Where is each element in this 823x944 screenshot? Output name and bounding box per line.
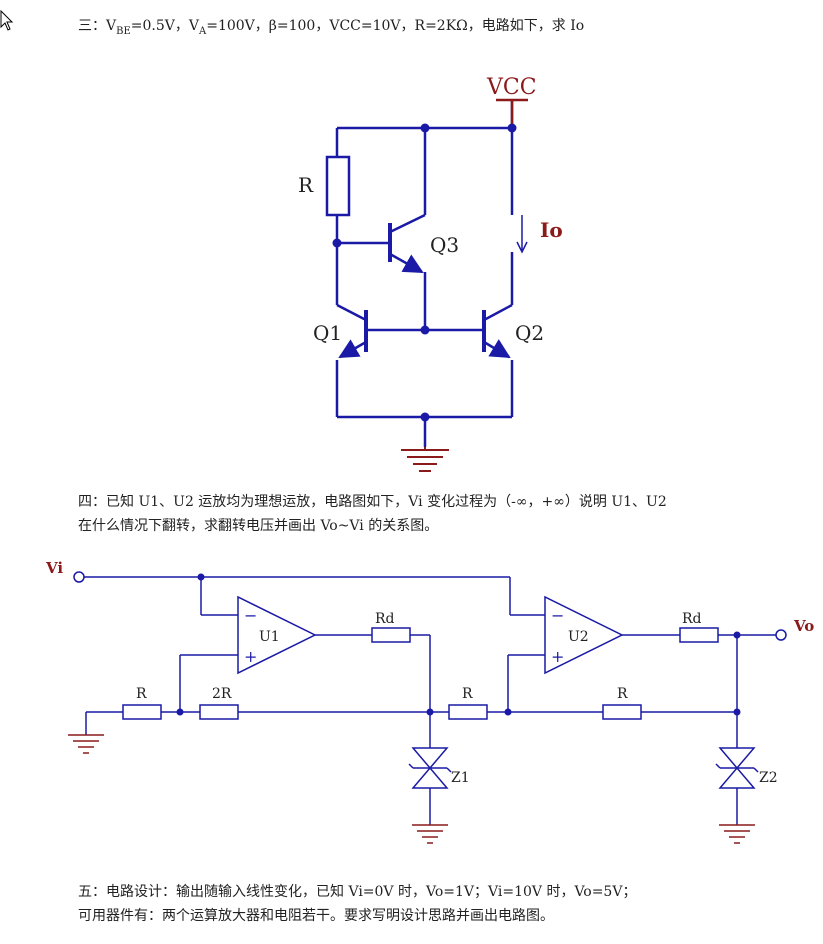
io-arrow-icon	[516, 215, 528, 254]
resistor-r-3	[602, 704, 642, 720]
q1-label: Q1	[313, 321, 342, 345]
vi-label: Vi	[45, 559, 63, 577]
mouse-cursor-icon	[0, 10, 14, 31]
opamp-u2	[544, 595, 624, 675]
ground-z1-icon	[412, 824, 448, 844]
question-5-line-1: 五：电路设计：输出随输入线性变化，已知 Vi=0V 时，Vo=1V；Vi=10V…	[78, 884, 637, 900]
u1-plus-sign: +	[244, 647, 257, 666]
resistor-r-1	[122, 704, 162, 720]
vcc-symbol-icon	[496, 98, 528, 128]
zener-z2	[715, 747, 759, 789]
z1-label: Z1	[451, 770, 470, 786]
io-label: Io	[540, 218, 563, 242]
question-4-line-2: 在什么情况下翻转，求翻转电压并画出 Vo~Vi 的关系图。	[78, 518, 439, 534]
vo-label: Vo	[793, 617, 814, 635]
zener-z1	[408, 747, 452, 789]
r1-label: R	[136, 686, 147, 702]
u1-minus-sign: −	[244, 606, 257, 625]
resistor-r-2	[448, 704, 488, 720]
question-4-text: 四：已知 U1、U2 运放均为理想运放，电路图如下，Vi 变化过程为（-∞，+∞…	[78, 490, 667, 538]
2r-label: 2R	[212, 686, 232, 702]
q3-label: Q3	[430, 233, 459, 257]
ground-icon	[401, 447, 449, 472]
resistor-rd-1	[371, 627, 411, 643]
u2-plus-sign: +	[551, 647, 564, 666]
vcc-label: VCC	[486, 75, 537, 100]
q2-label: Q2	[515, 321, 544, 345]
z2-label: Z2	[759, 770, 778, 786]
r4-label: R	[617, 686, 628, 702]
u1-label: U1	[259, 629, 280, 645]
u2-minus-sign: −	[551, 606, 564, 625]
rd1-label: Rd	[375, 611, 395, 627]
ground-left-icon	[68, 734, 104, 754]
r-label: R	[298, 173, 314, 197]
resistor-rd-2	[679, 627, 719, 643]
resistor-2r	[199, 704, 239, 720]
question-5-line-2: 可用器件有：两个运算放大器和电阻若干。要求写明设计思路并画出电路图。	[78, 908, 554, 924]
ground-z2-icon	[719, 824, 755, 844]
rd2-label: Rd	[682, 611, 702, 627]
question-3-text: 三：VBE=0.5V，VA=100V，β=100，VCC=10V，R=2KΩ，电…	[78, 18, 585, 37]
question-5-text: 五：电路设计：输出随输入线性变化，已知 Vi=0V 时，Vo=1V；Vi=10V…	[78, 880, 636, 928]
r3-label: R	[462, 686, 473, 702]
opamp-u1	[237, 595, 317, 675]
u2-label: U2	[568, 629, 589, 645]
question-4-line-1: 四：已知 U1、U2 运放均为理想运放，电路图如下，Vi 变化过程为（-∞，+∞…	[78, 494, 667, 510]
